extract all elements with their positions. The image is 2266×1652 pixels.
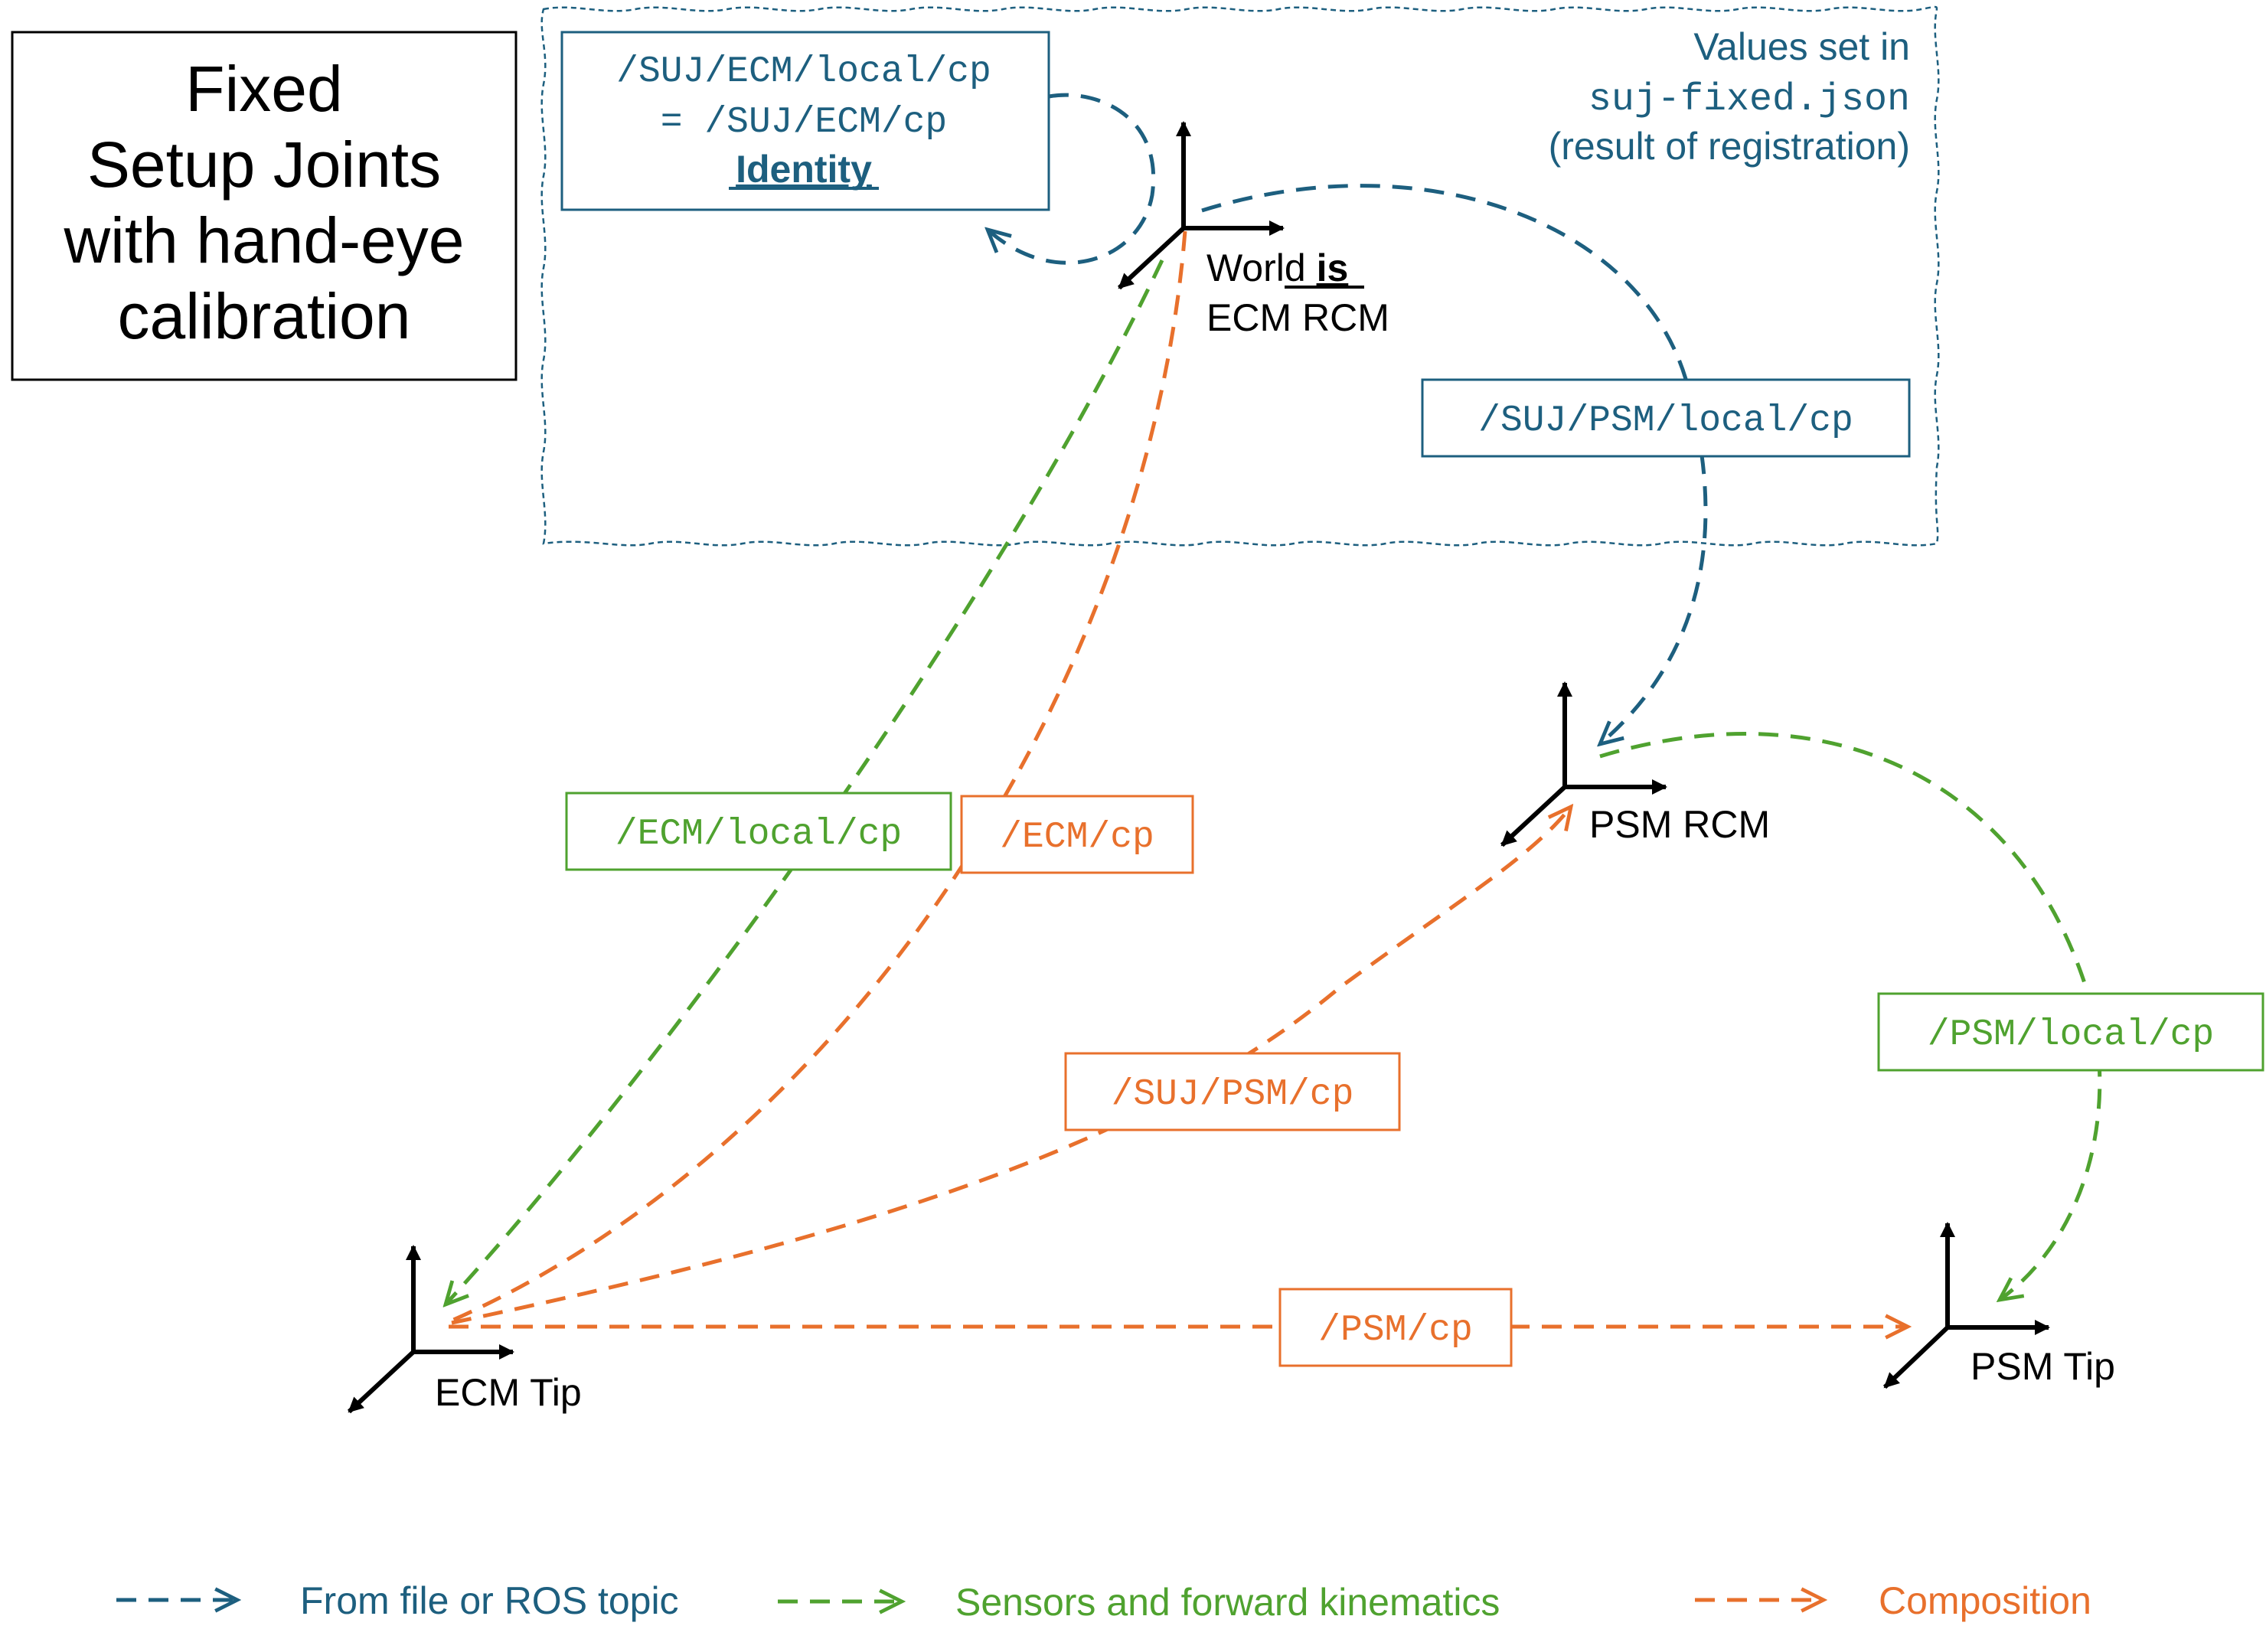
frame-psm-tip xyxy=(1882,1222,2050,1389)
psm-cp-text: /PSM/cp xyxy=(1318,1310,1473,1351)
suj-psm-cp-text: /SUJ/PSM/cp xyxy=(1112,1074,1354,1115)
arrow-ecm-cp xyxy=(449,230,1187,1324)
frame-psm-tip-label: PSM Tip xyxy=(1971,1345,2115,1388)
label-ecm-local: /ECM/local/cp xyxy=(565,792,952,871)
legend-green: Sensors and forward kinematics xyxy=(778,1581,1500,1624)
arrow-suj-psm-cp xyxy=(451,807,1571,1325)
world-axis-y xyxy=(1117,226,1186,290)
suj-ecm-equals-text: = /SUJ/ECM/cp xyxy=(661,102,947,143)
ecm-local-text: /ECM/local/cp xyxy=(615,814,902,855)
title-line-4: calibration xyxy=(118,280,411,352)
label-suj-psm-local: /SUJ/PSM/local/cp xyxy=(1421,378,1911,458)
title-line-1: Fixed xyxy=(185,53,342,125)
title-box: Fixed Setup Joints with hand-eye calibra… xyxy=(11,31,518,381)
frame-world xyxy=(1117,121,1285,290)
frame-psm-rcm-label: PSM RCM xyxy=(1589,803,1770,846)
legend-orange: Composition xyxy=(1695,1579,2091,1622)
note-line-1: Values set in xyxy=(1693,25,1910,68)
legend: From file or ROS topic Sensors and forwa… xyxy=(116,1579,2091,1624)
note-line-2: suj-fixed.json xyxy=(1588,78,1910,122)
ecm-cp-text: /ECM/cp xyxy=(1000,817,1154,858)
psm-rcm-axis-y xyxy=(1500,785,1567,847)
frame-ecm-tip xyxy=(347,1245,514,1414)
frame-world-label-2: ECM RCM xyxy=(1206,296,1389,339)
label-psm-local: /PSM/local/cp xyxy=(1877,992,2264,1072)
label-ecm-cp: /ECM/cp xyxy=(960,795,1194,874)
legend-orange-text: Composition xyxy=(1879,1579,2091,1622)
label-suj-ecm-local: /SUJ/ECM/local/cp = /SUJ/ECM/cp Identity xyxy=(560,31,1050,211)
frame-world-label: World is xyxy=(1206,246,1348,289)
title-line-2: Setup Joints xyxy=(87,129,441,201)
arrow-psm-local xyxy=(1599,732,2102,1300)
identity-loop xyxy=(988,93,1156,265)
legend-green-text: Sensors and forward kinematics xyxy=(955,1581,1500,1624)
label-suj-psm-cp: /SUJ/PSM/cp xyxy=(1064,1052,1401,1131)
identity-text: Identity xyxy=(736,148,872,191)
suj-psm-local-text: /SUJ/PSM/local/cp xyxy=(1478,400,1853,442)
suj-ecm-local-text: /SUJ/ECM/local/cp xyxy=(616,51,991,93)
title-line-3: with hand-eye xyxy=(64,204,465,276)
legend-blue: From file or ROS topic xyxy=(116,1579,679,1622)
label-psm-cp: /PSM/cp xyxy=(1278,1288,1513,1367)
frame-psm-rcm xyxy=(1500,681,1667,847)
psm-tip-axis-y xyxy=(1882,1325,1950,1389)
ecm-tip-axis-y xyxy=(347,1350,416,1414)
suj-fixed-region xyxy=(540,5,1940,547)
arrow-ecm-local xyxy=(446,259,1164,1304)
frame-ecm-tip-label: ECM Tip xyxy=(435,1371,582,1414)
note-line-3: (result of registration) xyxy=(1549,125,1910,168)
legend-blue-text: From file or ROS topic xyxy=(300,1579,679,1622)
psm-local-text: /PSM/local/cp xyxy=(1928,1014,2214,1056)
